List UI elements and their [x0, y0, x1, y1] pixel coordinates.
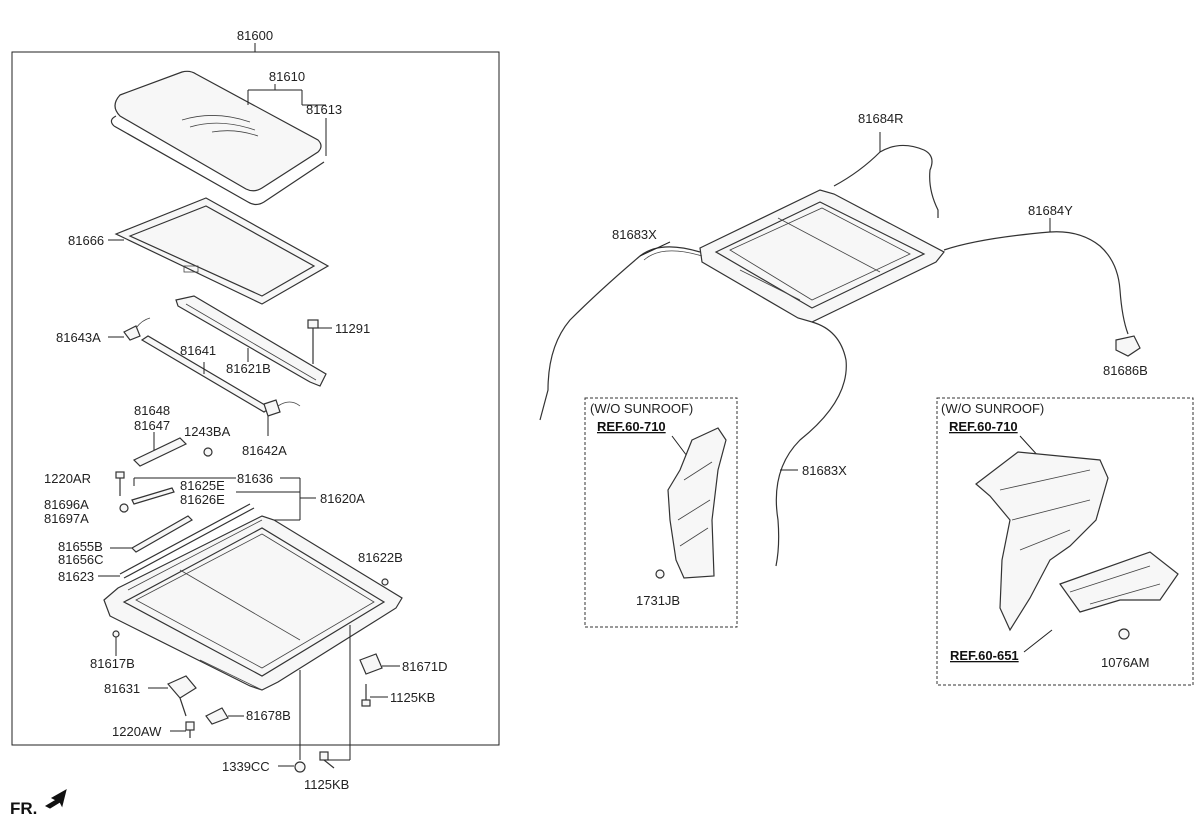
- pillar-panel: [667, 427, 727, 579]
- part-label-81631: 81631: [104, 681, 140, 696]
- front-direction-indicator: FR.: [10, 788, 67, 818]
- without-sunroof-box-a: (W/O SUNROOF) REF.60-710 1731JB: [584, 397, 738, 628]
- rear-guide: [132, 437, 188, 467]
- part-label-81686B: 81686B: [1103, 363, 1148, 378]
- without-sunroof-box-b: (W/O SUNROOF) REF.60-710 REF.60-651 1076…: [936, 397, 1194, 686]
- box-title-a: (W/O SUNROOF): [590, 401, 693, 416]
- part-label-81621B: 81621B: [226, 361, 271, 376]
- part-label-81683X-b: 81683X: [802, 463, 847, 478]
- clip-81622B: [381, 578, 389, 586]
- glass-panel: [110, 70, 325, 206]
- bolt-1220AW: [185, 721, 195, 738]
- clip-81617B: [112, 630, 120, 638]
- part-label-81666: 81666: [68, 233, 104, 248]
- part-label-81600: 81600: [237, 28, 273, 43]
- floor-panel: [1059, 551, 1179, 613]
- front-deflector: [175, 295, 327, 387]
- part-label-81626E: 81626E: [180, 492, 225, 507]
- grommet-81686B: [1115, 335, 1141, 357]
- fr-label: FR.: [10, 799, 37, 818]
- part-label-81636: 81636: [237, 471, 273, 486]
- part-label-81671D: 81671D: [402, 659, 448, 674]
- clip-81696A: [119, 503, 129, 513]
- part-label-81613: 81613: [306, 102, 342, 117]
- sunroof-motor: [167, 675, 197, 717]
- front-arrow-icon: [44, 788, 67, 809]
- part-label-1220AW: 1220AW: [112, 724, 162, 739]
- part-label-81655B: 81655B: [58, 539, 103, 554]
- part-label-1339CC: 1339CC: [222, 759, 270, 774]
- drive-cables: [119, 503, 255, 579]
- part-label-81684R: 81684R: [858, 111, 904, 126]
- part-label-81643A: 81643A: [56, 330, 101, 345]
- nut-1243BA: [203, 447, 213, 457]
- part-label-81623: 81623: [58, 569, 94, 584]
- cable-guide: [131, 487, 175, 505]
- part-label-81647: 81647: [134, 418, 170, 433]
- part-label-81610: 81610: [269, 69, 305, 84]
- bracket-81671D: [359, 653, 383, 675]
- bolt-1125KB-upper: [361, 684, 371, 707]
- part-label-1220AR: 1220AR: [44, 471, 91, 486]
- part-label-81625E: 81625E: [180, 478, 225, 493]
- part-label-1125KB-upper: 1125KB: [390, 690, 435, 705]
- part-label-81620A: 81620A: [320, 491, 365, 506]
- ref-60-651: REF.60-651: [950, 648, 1019, 663]
- part-label-1076AM: 1076AM: [1101, 655, 1149, 670]
- bolt-1125KB-lower: [319, 751, 335, 769]
- sunroof-assembly-group: 81600 81610 81613 81666 81: [11, 28, 500, 760]
- part-label-81696A: 81696A: [44, 497, 89, 512]
- part-label-1731JB: 1731JB: [636, 593, 680, 608]
- part-label-11291: 11291: [335, 321, 370, 336]
- sunroof-main-frame: [103, 515, 403, 691]
- clip-81642A: [263, 399, 301, 417]
- part-label-81656C: 81656C: [58, 552, 104, 567]
- drain-hose-assembly: 81683X 81684R 81684Y 81683X 81686B: [539, 111, 1148, 567]
- part-label-1125KB-lower: 1125KB: [304, 777, 349, 792]
- ref-60-710-a: REF.60-710: [597, 419, 666, 434]
- bolt-1220AR: [115, 471, 125, 496]
- part-label-81684Y: 81684Y: [1028, 203, 1073, 218]
- bracket-81678B: [205, 707, 229, 725]
- clip-1339CC: [294, 761, 306, 773]
- part-label-81648: 81648: [134, 403, 170, 418]
- part-label-81642A: 81642A: [242, 443, 287, 458]
- part-label-81641: 81641: [180, 343, 216, 358]
- part-label-81678B: 81678B: [246, 708, 291, 723]
- part-label-81697A: 81697A: [44, 511, 89, 526]
- sunshade-frame: [114, 197, 330, 305]
- ref-60-710-b: REF.60-710: [949, 419, 1018, 434]
- screw-11291: [307, 319, 319, 364]
- part-label-81622B: 81622B: [358, 550, 403, 565]
- part-label-81617B: 81617B: [90, 656, 135, 671]
- box-title-b: (W/O SUNROOF): [941, 401, 1044, 416]
- part-label-1243BA: 1243BA: [184, 424, 231, 439]
- clip-81643A: [123, 317, 151, 341]
- part-label-81683X-a: 81683X: [612, 227, 657, 242]
